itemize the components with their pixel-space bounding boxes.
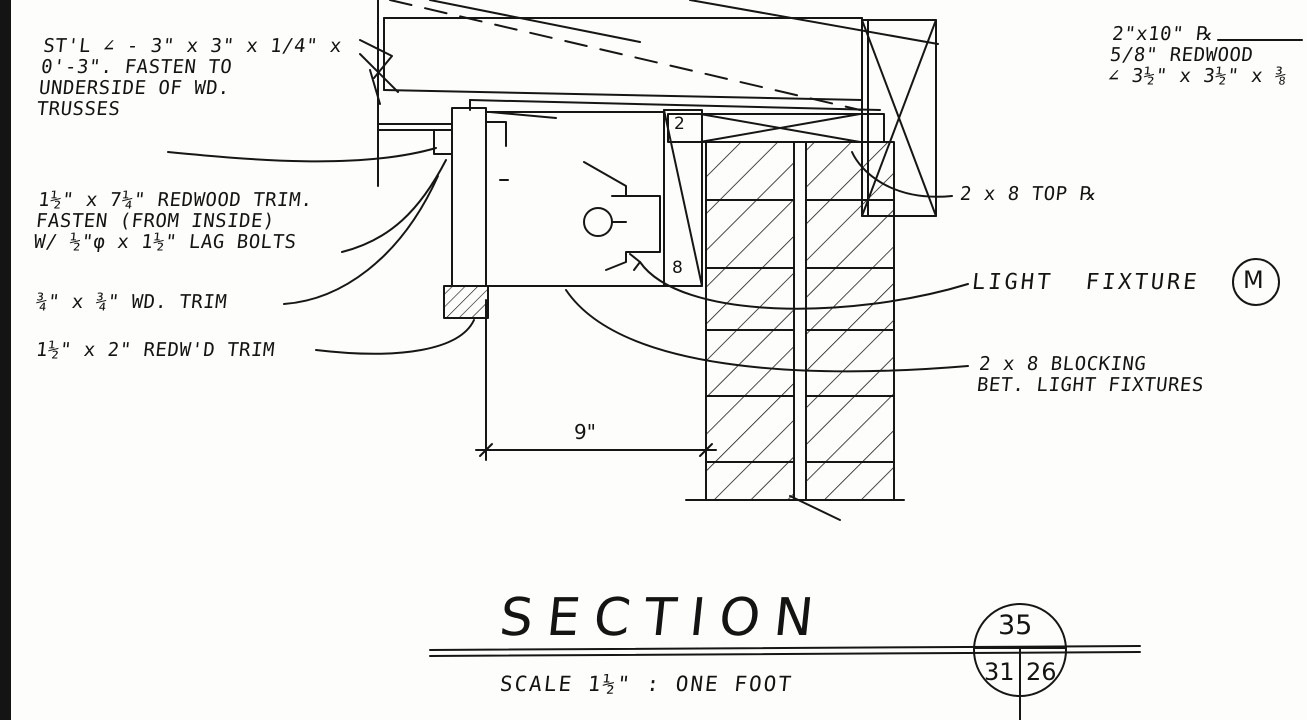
note-steel-angle: ST'L ∠ - 3" x 3" x 1/4" x 0'-3". FASTEN … xyxy=(35,35,344,120)
member-label-bottom: 8 xyxy=(672,258,683,278)
blocking-2x8 xyxy=(663,109,703,287)
note-top-plate-ref: 2"x10" ℞ 5/8" REDWOOD ∠ 3½" x 3½" x ⅜ xyxy=(1106,23,1289,87)
detail-number: 35 xyxy=(998,610,1033,641)
member-label-top: 2 xyxy=(674,114,685,134)
leader-lag-bolts xyxy=(341,159,447,253)
title-underline xyxy=(429,651,1141,657)
fixture-tag-circle xyxy=(1232,258,1280,306)
fixture-box xyxy=(485,111,665,287)
note-top-plate: 2 x 8 TOP ℞ xyxy=(958,183,1099,205)
dimension-9in xyxy=(475,299,717,461)
masonry-column xyxy=(685,141,905,521)
leader-redwood-trim xyxy=(315,319,475,355)
note-light-fixture: LIGHT FIXTURE xyxy=(970,270,1201,295)
section-tag-bubble xyxy=(973,603,1067,720)
leader-light-fixture xyxy=(639,261,969,310)
leader-blocking xyxy=(565,289,969,373)
leader-wood-trim xyxy=(283,175,439,305)
note-redwood-trim: 1½" x 7¼" REDWOOD TRIM. FASTEN (FROM INS… xyxy=(32,189,315,253)
top-plate xyxy=(667,113,885,143)
note-redwood-trim-small: 1½" x 2" REDW'D TRIM xyxy=(34,339,276,361)
dimension-label: 9" xyxy=(574,420,596,444)
note-wood-trim: ¾" x ¾" WD. TRIM xyxy=(34,291,229,313)
light-fixture-tag: M xyxy=(1243,266,1264,294)
redwood-trim xyxy=(377,107,557,319)
section-title: SECTION xyxy=(496,588,831,648)
sheet-border-left xyxy=(0,0,11,720)
leader-top-plate xyxy=(851,151,953,198)
sheet-number-right: 26 xyxy=(1026,658,1057,686)
sheet-number-left: 31 xyxy=(984,658,1015,686)
leader-steel-angle xyxy=(167,147,437,163)
note-blocking: 2 x 8 BLOCKING BET. LIGHT FIXTURES xyxy=(975,353,1205,396)
section-scale: SCALE 1½" : ONE FOOT xyxy=(498,672,795,696)
